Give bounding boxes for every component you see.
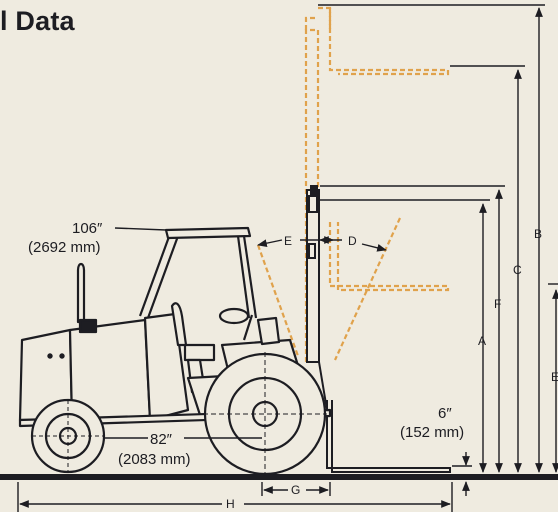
ground-clearance-inches: 6″ (438, 405, 452, 422)
label-b: B (534, 227, 542, 241)
label-e-edge: E (551, 370, 558, 384)
raised-mast-outline (256, 6, 450, 362)
dimension-letter-labels: B C F A E E D G H (226, 227, 558, 511)
label-f: F (494, 297, 501, 311)
label-h: H (226, 497, 235, 511)
wheelbase-mm: (2083 mm) (118, 451, 191, 468)
front-wheel (203, 352, 327, 476)
label-d: D (348, 234, 357, 248)
ground-clearance-mm: (152 mm) (400, 424, 464, 441)
wheelbase-inches: 82″ (150, 431, 173, 448)
overhead-height-inches: 106″ (72, 220, 103, 237)
label-c: C (513, 263, 522, 277)
rear-wheel (30, 398, 106, 474)
ground-line (0, 474, 558, 480)
overhead-height-mm: (2692 mm) (28, 239, 101, 256)
section-heading: l Data (0, 6, 75, 36)
dimension-lines (17, 4, 558, 512)
label-e: E (284, 234, 292, 248)
label-g: G (291, 483, 300, 497)
label-a: A (478, 334, 486, 348)
mast (306, 185, 451, 473)
measurement-callouts: 106″ (2692 mm) 82″ (2083 mm) 6″ (152 mm) (28, 220, 464, 468)
